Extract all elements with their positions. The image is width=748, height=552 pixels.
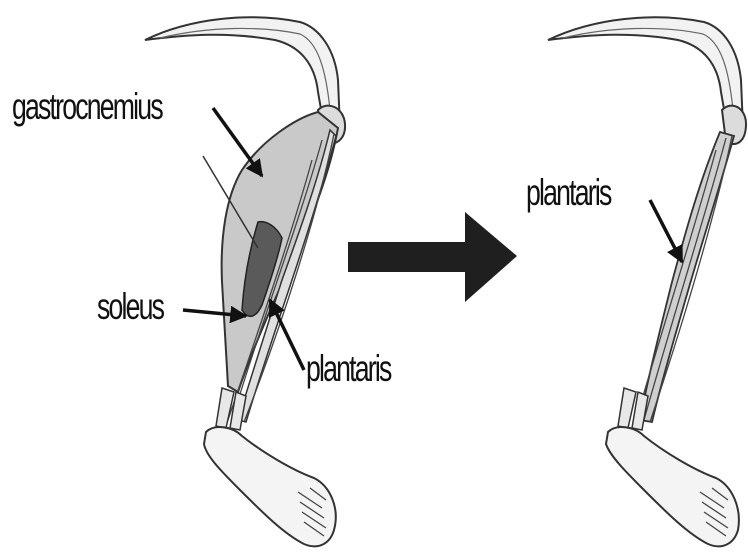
plantaris-pointer-after [650, 200, 682, 262]
ankle-bones-after [618, 388, 648, 430]
plantaris-label-before: plantaris [306, 350, 390, 387]
gastrocnemius-pointer [213, 108, 262, 176]
foot-after [606, 427, 739, 546]
foot-before [204, 427, 336, 546]
transition-arrow-icon [348, 212, 517, 302]
leg-before [145, 17, 345, 546]
gastrocnemius-label: gastrocnemius [12, 88, 162, 125]
plantaris-pointer-before [270, 300, 304, 370]
plantaris-muscle-after [640, 132, 734, 422]
plantaris-label-after: plantaris [526, 174, 610, 211]
soleus-label: soleus [97, 288, 163, 325]
ankle-bones-before [216, 388, 246, 430]
leg-after [548, 17, 746, 546]
